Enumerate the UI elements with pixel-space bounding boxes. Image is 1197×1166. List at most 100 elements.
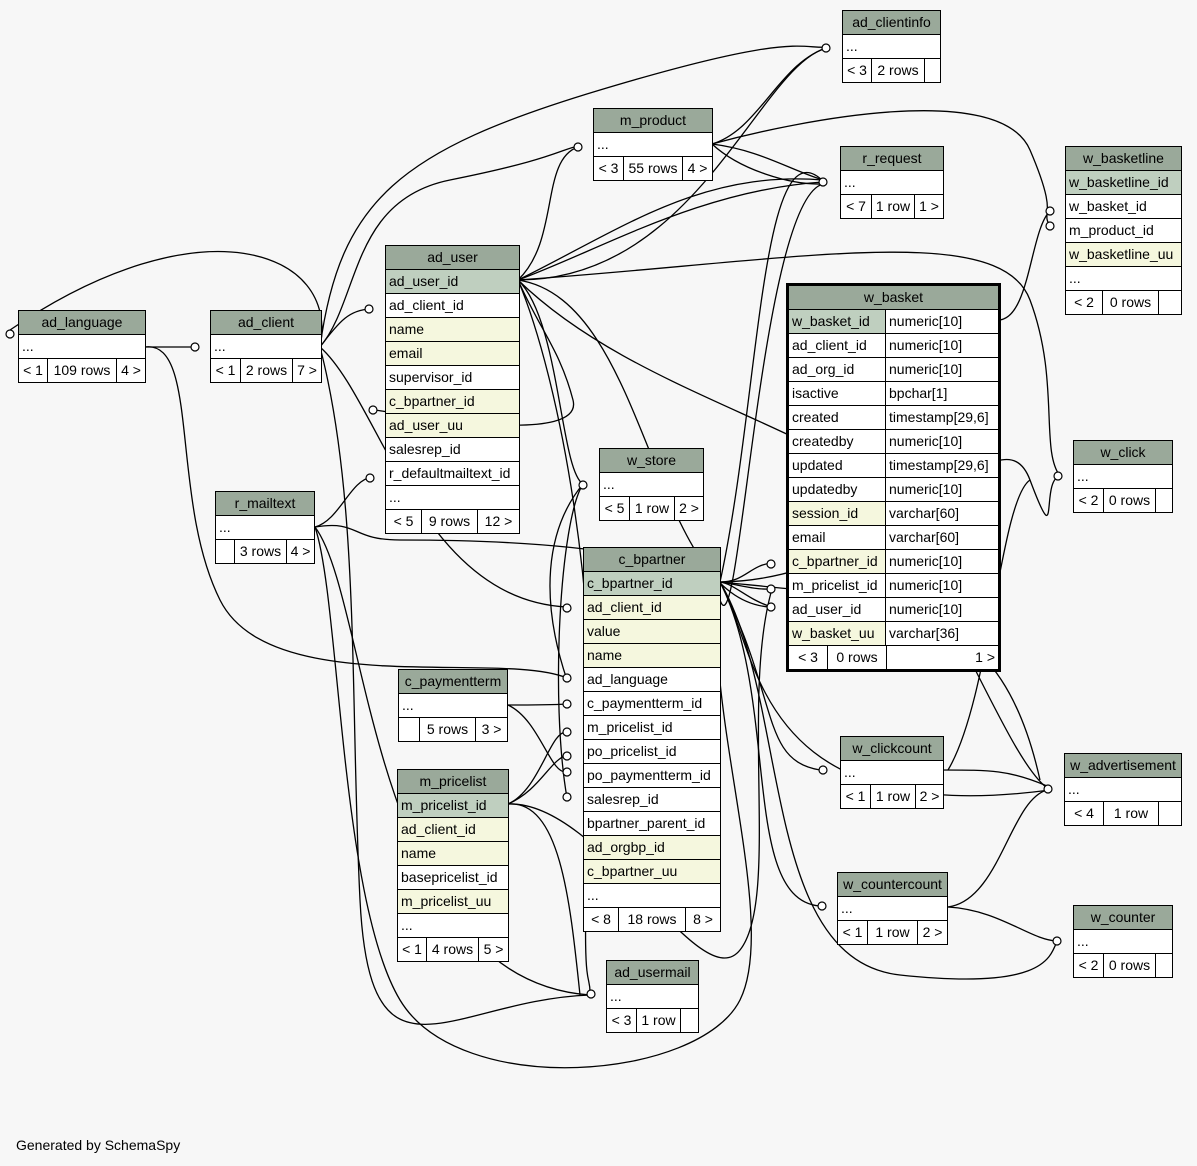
table-title: w_basketline [1066, 147, 1181, 170]
table-title: ad_user [386, 246, 519, 269]
table-column: ... [386, 486, 519, 509]
table-title: m_product [594, 109, 712, 132]
table-column: salesrep_id [584, 788, 720, 811]
column-type: numeric[10] [886, 598, 998, 621]
table-title: ad_language [19, 311, 145, 334]
table-column: basepricelist_id [398, 866, 508, 889]
column-name: updated [789, 454, 886, 477]
column-type: numeric[10] [886, 310, 998, 333]
table-column: ... [607, 985, 698, 1008]
table-title: w_store [600, 449, 703, 472]
row-count: 55 rows [623, 157, 682, 180]
column-type: numeric[10] [886, 550, 998, 573]
parent-count: < 1 [23, 362, 43, 378]
table-title: w_click [1074, 441, 1172, 464]
column-type: varchar[60] [886, 502, 998, 525]
column-name: w_basket_id [789, 310, 886, 333]
column-name: ad_org_id [789, 358, 886, 381]
table-column: m_pricelist_uu [398, 890, 508, 913]
table-column: ... [838, 897, 947, 920]
parent-count [399, 718, 419, 741]
parent-count: < 5 [393, 513, 414, 529]
table-column: ad_user_uu [386, 414, 519, 437]
column-type: numeric[10] [886, 574, 998, 597]
row-count: 0 rows [827, 646, 886, 669]
table-column: c_paymentterm_id [584, 692, 720, 715]
child-count [1158, 802, 1181, 825]
table-column: po_paymentterm_id [584, 764, 720, 787]
table-column: m_pricelist_id [398, 794, 508, 817]
table-column: m_pricelist_id [584, 716, 720, 739]
column-type: varchar[36] [886, 622, 998, 645]
row-count: 2 rows [871, 59, 924, 82]
column-name: updatedby [789, 478, 886, 501]
column-name: w_basket_uu [789, 622, 886, 645]
column-name: m_pricelist_id [789, 574, 886, 597]
parent-count: < 3 [611, 1012, 632, 1028]
child-count: 3 > [475, 718, 507, 741]
table-title: w_basket [789, 286, 998, 309]
column-type: bpchar[1] [886, 382, 998, 405]
column-type: timestamp[29,6] [886, 454, 998, 477]
child-count [1155, 489, 1172, 512]
table-column: ... [216, 516, 314, 539]
table-column: salesrep_id [386, 438, 519, 461]
row-count: 1 row [867, 921, 917, 944]
table-title: w_advertisement [1065, 754, 1181, 777]
table-column: ... [584, 884, 720, 907]
child-count: 1 > [914, 195, 943, 218]
column-name: ad_user_id [789, 598, 886, 621]
table-column: supervisor_id [386, 366, 519, 389]
parent-count: < 3 [598, 160, 619, 176]
column-name: email [789, 526, 886, 549]
table-c_bpartner[interactable]: c_bpartner c_bpartner_id ad_client_id va… [583, 547, 721, 932]
table-column: ... [600, 473, 703, 496]
row-count: 18 rows [618, 908, 685, 931]
row-count: 109 rows [47, 359, 116, 382]
table-title: w_countercount [838, 873, 947, 896]
child-count [924, 59, 940, 82]
child-count: 2 > [674, 497, 703, 520]
row-count: 0 rows [1103, 489, 1155, 512]
table-column: c_bpartner_id [386, 390, 519, 413]
child-count: 2 > [917, 921, 947, 944]
table-column: ... [843, 35, 940, 58]
table-column: ... [841, 171, 943, 194]
table-column: name [398, 842, 508, 865]
row-count: 0 rows [1103, 954, 1155, 977]
table-column: email [386, 342, 519, 365]
table-column: ... [594, 133, 712, 156]
child-count: 4 > [116, 359, 145, 382]
table-title: w_clickcount [841, 737, 943, 760]
table-column: ... [1065, 778, 1181, 801]
table-m_pricelist[interactable]: m_pricelist m_pricelist_id ad_client_id … [397, 769, 509, 962]
table-w_basketline[interactable]: w_basketline w_basketline_id w_basket_id… [1065, 146, 1182, 315]
table-column: ... [19, 335, 145, 358]
table-title: c_paymentterm [399, 670, 507, 693]
child-count: 12 > [477, 510, 519, 533]
row-count: 1 row [636, 1009, 680, 1032]
table-column: po_pricelist_id [584, 740, 720, 763]
parent-count [216, 540, 234, 563]
table-column: c_bpartner_uu [584, 860, 720, 883]
child-count [680, 1009, 698, 1032]
parent-count: < 3 [798, 649, 818, 665]
table-column: ... [841, 761, 943, 784]
table-column: ad_client_id [584, 596, 720, 619]
table-ad_user[interactable]: ad_user ad_user_id ad_client_id name ema… [385, 245, 520, 534]
